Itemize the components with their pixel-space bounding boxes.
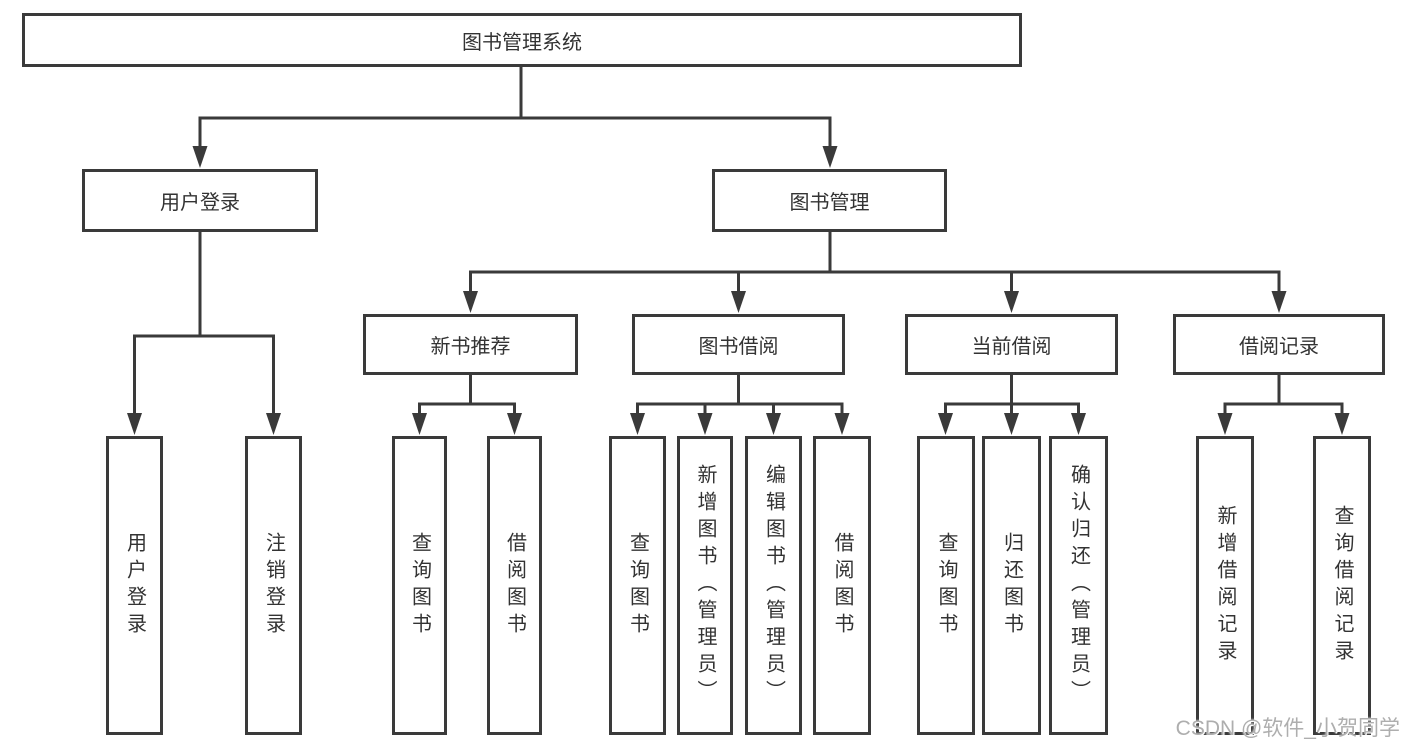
connector-book-borrow-children — [630, 372, 850, 435]
connector-book-management-children — [463, 230, 1287, 313]
leaf-query-borrow-record: 查询借阅记录 — [1313, 436, 1371, 735]
leaf-query-books-borrow: 查询图书 — [609, 436, 666, 735]
leaf-borrow-books-label: 借阅图书 — [831, 531, 853, 640]
leaf-query-books-recommend: 查询图书 — [392, 436, 447, 735]
leaf-user-login: 用户登录 — [106, 436, 163, 735]
leaf-borrow-books-recommend-label: 借阅图书 — [503, 531, 526, 640]
leaf-edit-book-admin-label: 编辑图书（管理员） — [762, 464, 785, 707]
connector-borrow-records-children — [1217, 372, 1350, 435]
connector-user-login-children — [127, 230, 281, 435]
node-new-book-recommend: 新书推荐 — [363, 314, 578, 375]
node-root-label: 图书管理系统 — [462, 31, 582, 54]
leaf-confirm-return-admin: 确认归还（管理员） — [1049, 436, 1108, 735]
connector-new-book-recommend-children — [412, 372, 522, 435]
leaf-query-books-borrow-label: 查询图书 — [626, 531, 649, 640]
leaf-query-books-current: 查询图书 — [917, 436, 975, 735]
leaf-add-borrow-record: 新增借阅记录 — [1196, 436, 1254, 735]
leaf-return-books: 归还图书 — [982, 436, 1041, 735]
node-book-borrow: 图书借阅 — [632, 314, 845, 375]
node-book-management-label: 图书管理 — [789, 192, 870, 214]
node-current-borrow-label: 当前借阅 — [971, 336, 1052, 358]
node-borrow-records-label: 借阅记录 — [1239, 336, 1319, 358]
leaf-query-books-current-label: 查询图书 — [935, 531, 957, 640]
node-user-login: 用户登录 — [82, 169, 318, 232]
leaf-borrow-books-recommend: 借阅图书 — [487, 436, 542, 735]
csdn-watermark: CSDN @软件_小贺同学 — [1175, 717, 1400, 740]
leaf-borrow-books: 借阅图书 — [813, 436, 871, 735]
node-new-book-recommend-label: 新书推荐 — [430, 336, 511, 358]
node-borrow-records: 借阅记录 — [1173, 314, 1385, 375]
leaf-add-book-admin-label: 新增图书（管理员） — [694, 464, 716, 707]
leaf-user-login-label: 用户登录 — [123, 531, 146, 640]
leaf-edit-book-admin: 编辑图书（管理员） — [745, 436, 802, 735]
connector-current-borrow-children — [938, 372, 1086, 435]
node-current-borrow: 当前借阅 — [905, 314, 1118, 375]
leaf-return-books-label: 归还图书 — [1000, 531, 1023, 640]
leaf-confirm-return-admin-label: 确认归还（管理员） — [1067, 464, 1090, 707]
leaf-add-book-admin: 新增图书（管理员） — [677, 436, 733, 735]
leaf-logout-label: 注销登录 — [262, 531, 285, 640]
node-root: 图书管理系统 — [22, 13, 1022, 67]
leaf-query-borrow-record-label: 查询借阅记录 — [1331, 504, 1353, 667]
leaf-query-books-recommend-label: 查询图书 — [408, 531, 431, 640]
connector-root-to-level2 — [192, 65, 838, 168]
node-user-login-label: 用户登录 — [160, 192, 240, 214]
node-book-borrow-label: 图书借阅 — [698, 336, 779, 358]
leaf-add-borrow-record-label: 新增借阅记录 — [1214, 504, 1236, 667]
node-book-management: 图书管理 — [712, 169, 947, 232]
leaf-logout: 注销登录 — [245, 436, 302, 735]
